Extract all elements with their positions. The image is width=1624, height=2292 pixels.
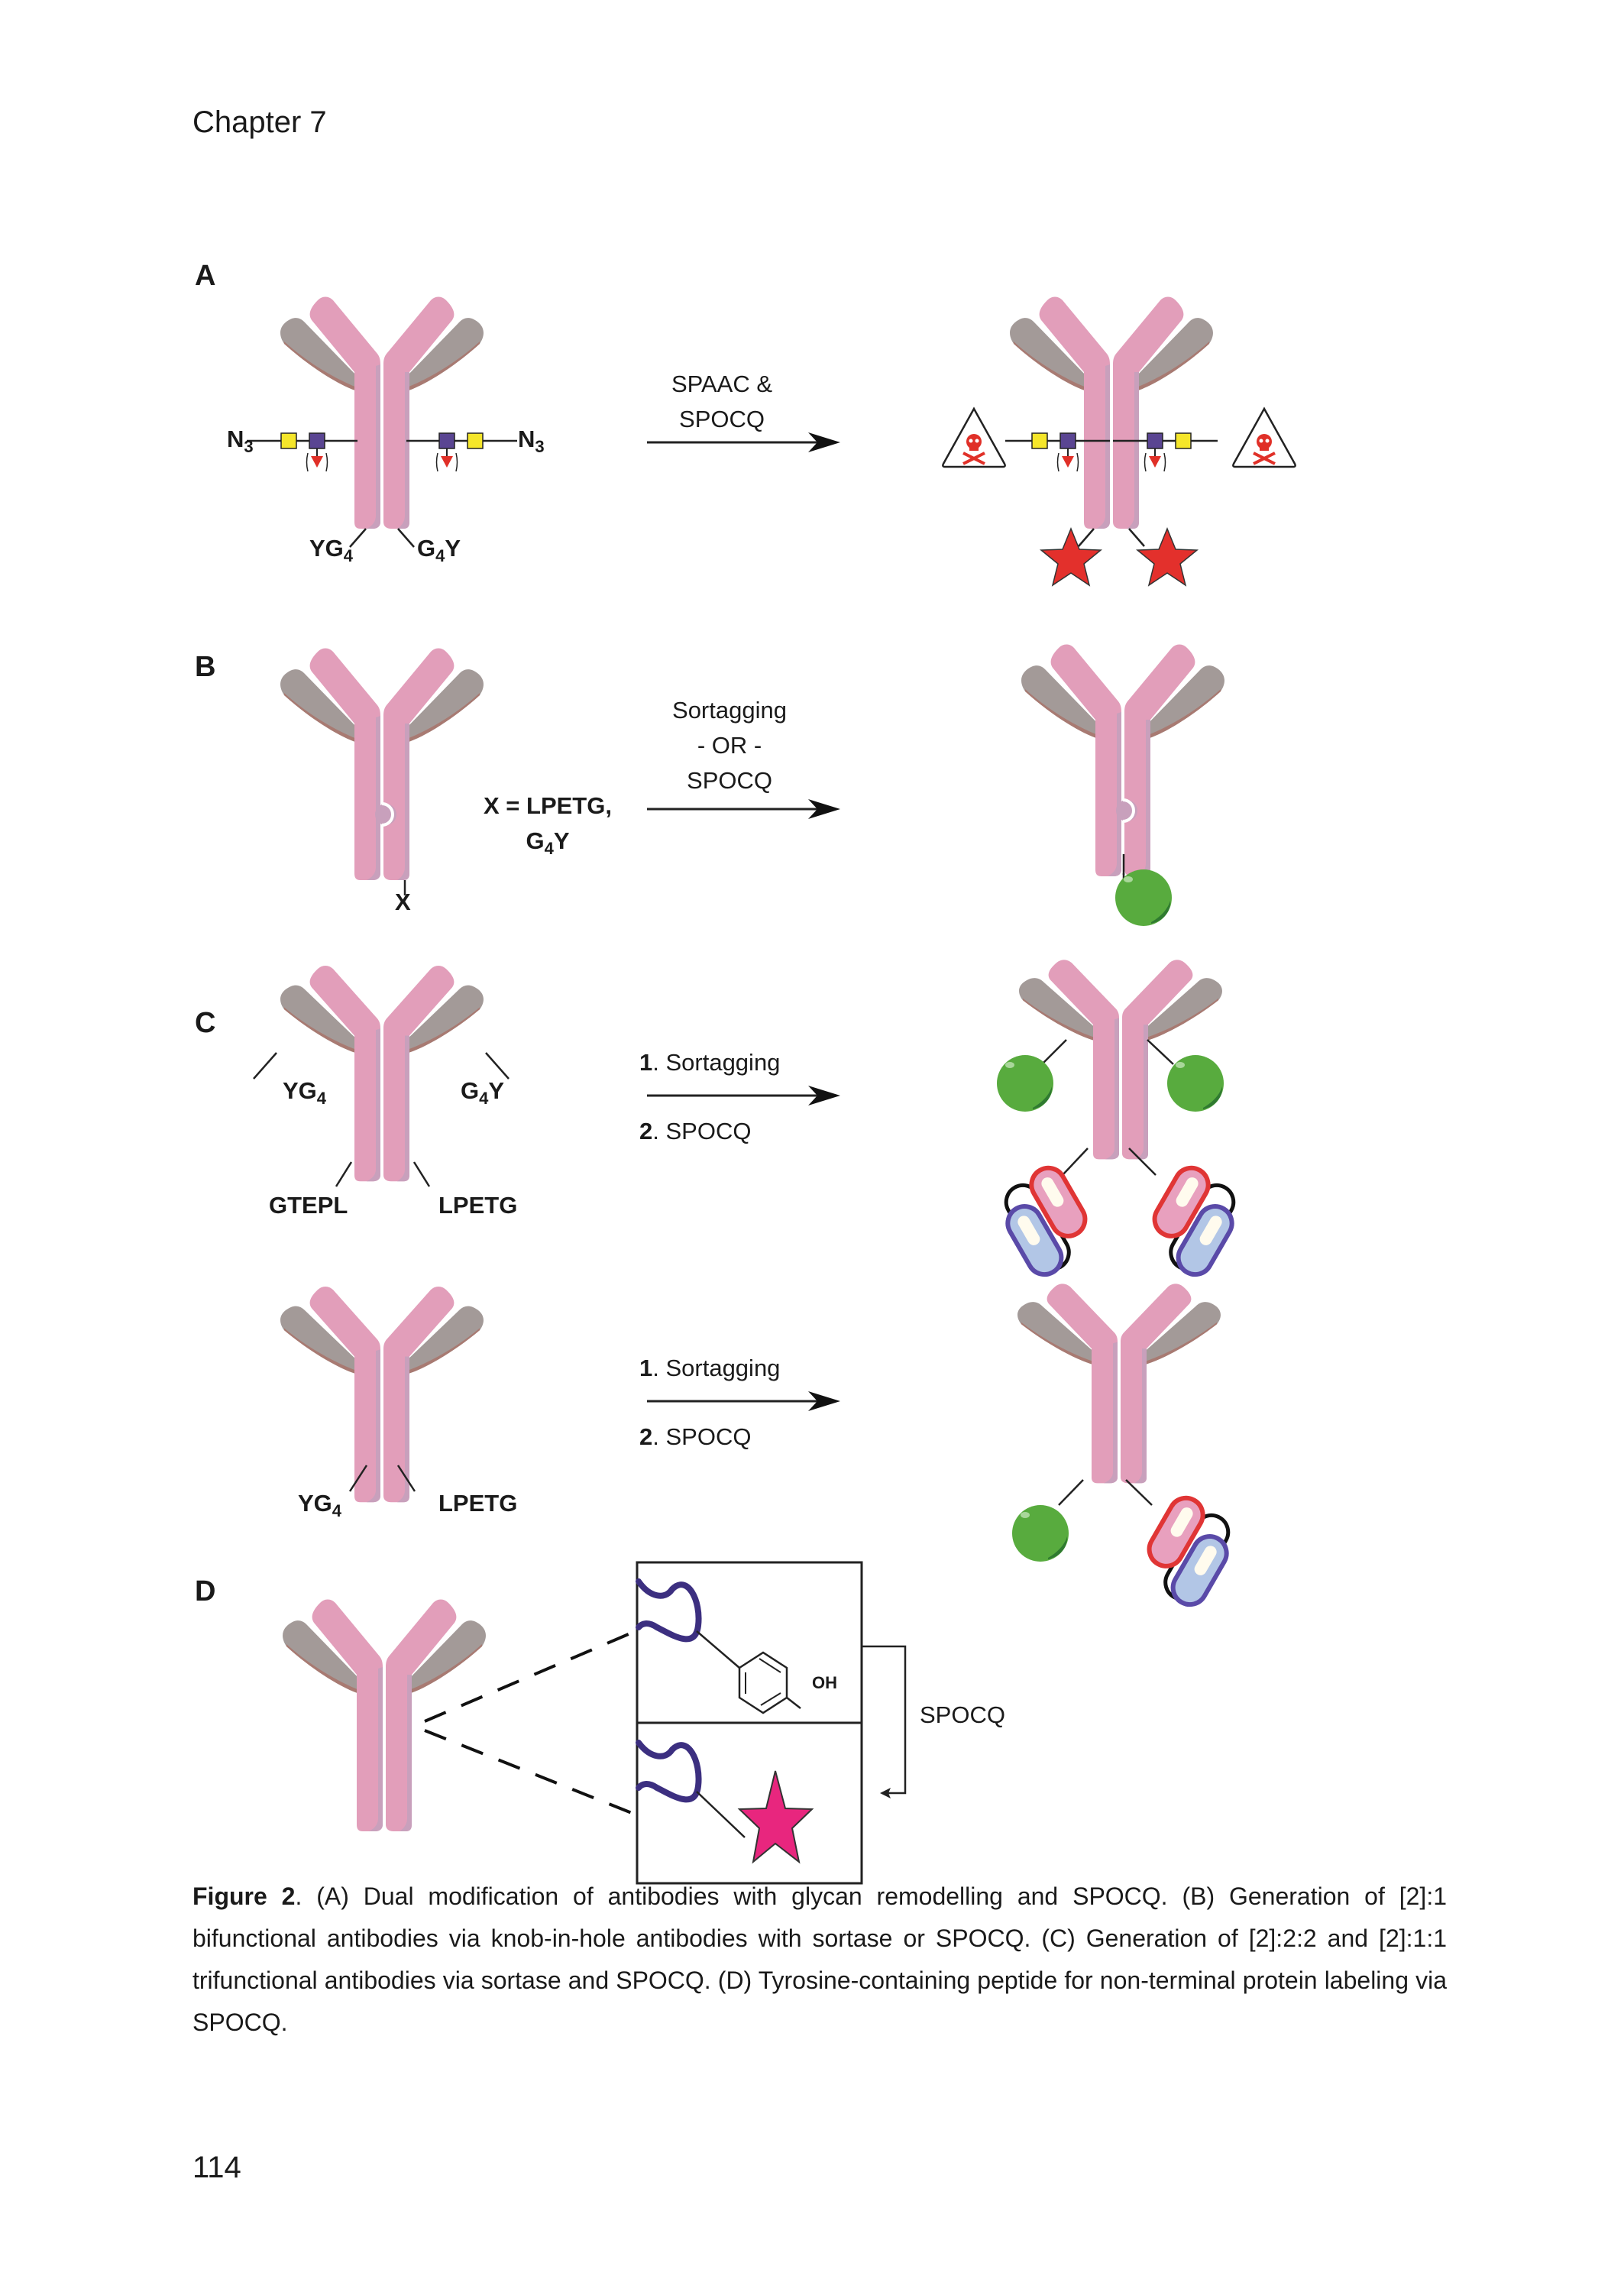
reaction-step-2: 2. SPOCQ — [639, 1423, 752, 1450]
reaction-conditions-d: SPOCQ — [920, 1701, 1005, 1728]
caption-title: Figure 2 — [192, 1882, 296, 1910]
panel-c-row1-arrow — [647, 1086, 840, 1106]
panel-c-row1-product — [997, 960, 1240, 1280]
panel-label-d: D — [195, 1575, 216, 1607]
green-sphere-icon — [1167, 1055, 1224, 1112]
toxin-skull-icon — [941, 407, 1007, 468]
toxin-skull-icon — [1231, 407, 1297, 468]
fab-payload-icon — [1149, 1162, 1240, 1280]
linker-line — [349, 528, 367, 548]
fab-payload-icon — [1144, 1492, 1234, 1611]
panel-c-row2-arrow — [647, 1391, 840, 1411]
reaction-step-2: 2. SPOCQ — [639, 1118, 752, 1144]
tag-gtepl-label: GTEPL — [269, 1192, 348, 1219]
peptide-loop-icon — [636, 1578, 702, 1803]
tag-x-label: X — [395, 889, 411, 915]
spocq-bracket-arrow — [862, 1645, 907, 1798]
tag-g4y-label: G4Y — [461, 1077, 505, 1109]
reaction-step-1: 1. Sortagging — [639, 1355, 781, 1381]
chapter-header: Chapter 7 — [192, 105, 327, 139]
antibody-icon — [280, 1286, 484, 1503]
green-sphere-icon — [1012, 1505, 1069, 1562]
antibody-icon — [1010, 296, 1213, 529]
azide-label-left: N3 — [227, 426, 254, 457]
glycan-right-icon — [405, 432, 519, 473]
page-number: 114 — [192, 2151, 241, 2184]
panel-a-reactant — [245, 296, 519, 548]
panel-c-row2-reactant — [280, 1286, 484, 1503]
panel-d-antibody — [283, 1599, 486, 1831]
pink-star-icon — [737, 1770, 814, 1864]
reaction-conditions-a: SPAAC & SPOCQ — [671, 371, 773, 432]
panel-b-arrow — [647, 799, 840, 819]
glycan-right-icon — [1113, 432, 1218, 472]
red-star-icon — [1137, 528, 1198, 586]
azide-label-right: N3 — [518, 426, 545, 457]
green-sphere-icon — [1115, 869, 1172, 926]
panel-a-arrow — [647, 432, 840, 452]
panel-b-reactant — [280, 648, 484, 895]
panel-label-c: C — [195, 1007, 216, 1039]
tag-yg4-label: YG4 — [298, 1490, 342, 1521]
tag-lpetg-label: LPETG — [438, 1192, 518, 1219]
conjugated-pink-star — [696, 1770, 814, 1864]
panel-c-row2-product — [1012, 1284, 1234, 1611]
antibody-icon — [280, 296, 484, 529]
linker-line — [397, 528, 415, 548]
red-star-icon — [1040, 528, 1102, 586]
panel-label-a: A — [195, 260, 216, 292]
tyrosine-phenol-icon — [696, 1630, 801, 1714]
antibody-icon — [280, 965, 484, 1182]
panel-c-row1-reactant — [253, 965, 510, 1187]
x-definition: X = LPETG, G4Y — [484, 792, 612, 859]
panel-label-b: B — [195, 651, 216, 683]
tag-yg4-label: YG4 — [283, 1077, 327, 1109]
antibody-icon — [280, 648, 484, 880]
tag-yg4-label: YG4 — [309, 535, 354, 566]
green-sphere-icon — [997, 1055, 1053, 1112]
tag-lpetg-label: LPETG — [438, 1490, 518, 1517]
hydroxyl-label: OH — [812, 1673, 837, 1692]
glycan-left-icon — [1005, 432, 1110, 472]
figure-caption: Figure 2. (A) Dual modification of antib… — [192, 1876, 1447, 2044]
antibody-icon — [1021, 644, 1224, 876]
antibody-icon — [283, 1599, 486, 1831]
tag-g4y-label: G4Y — [417, 535, 461, 566]
panel-b-product — [1021, 644, 1224, 926]
reaction-conditions-b: Sortagging - OR - SPOCQ — [672, 697, 787, 794]
reaction-step-1: 1. Sortagging — [639, 1049, 781, 1076]
caption-text: . (A) Dual modification of antibodies wi… — [192, 1882, 1448, 2036]
glycan-left-icon — [245, 432, 359, 473]
fab-payload-icon — [1000, 1162, 1091, 1280]
panel-a-product — [941, 296, 1297, 586]
antibody-icon — [1017, 1284, 1221, 1484]
